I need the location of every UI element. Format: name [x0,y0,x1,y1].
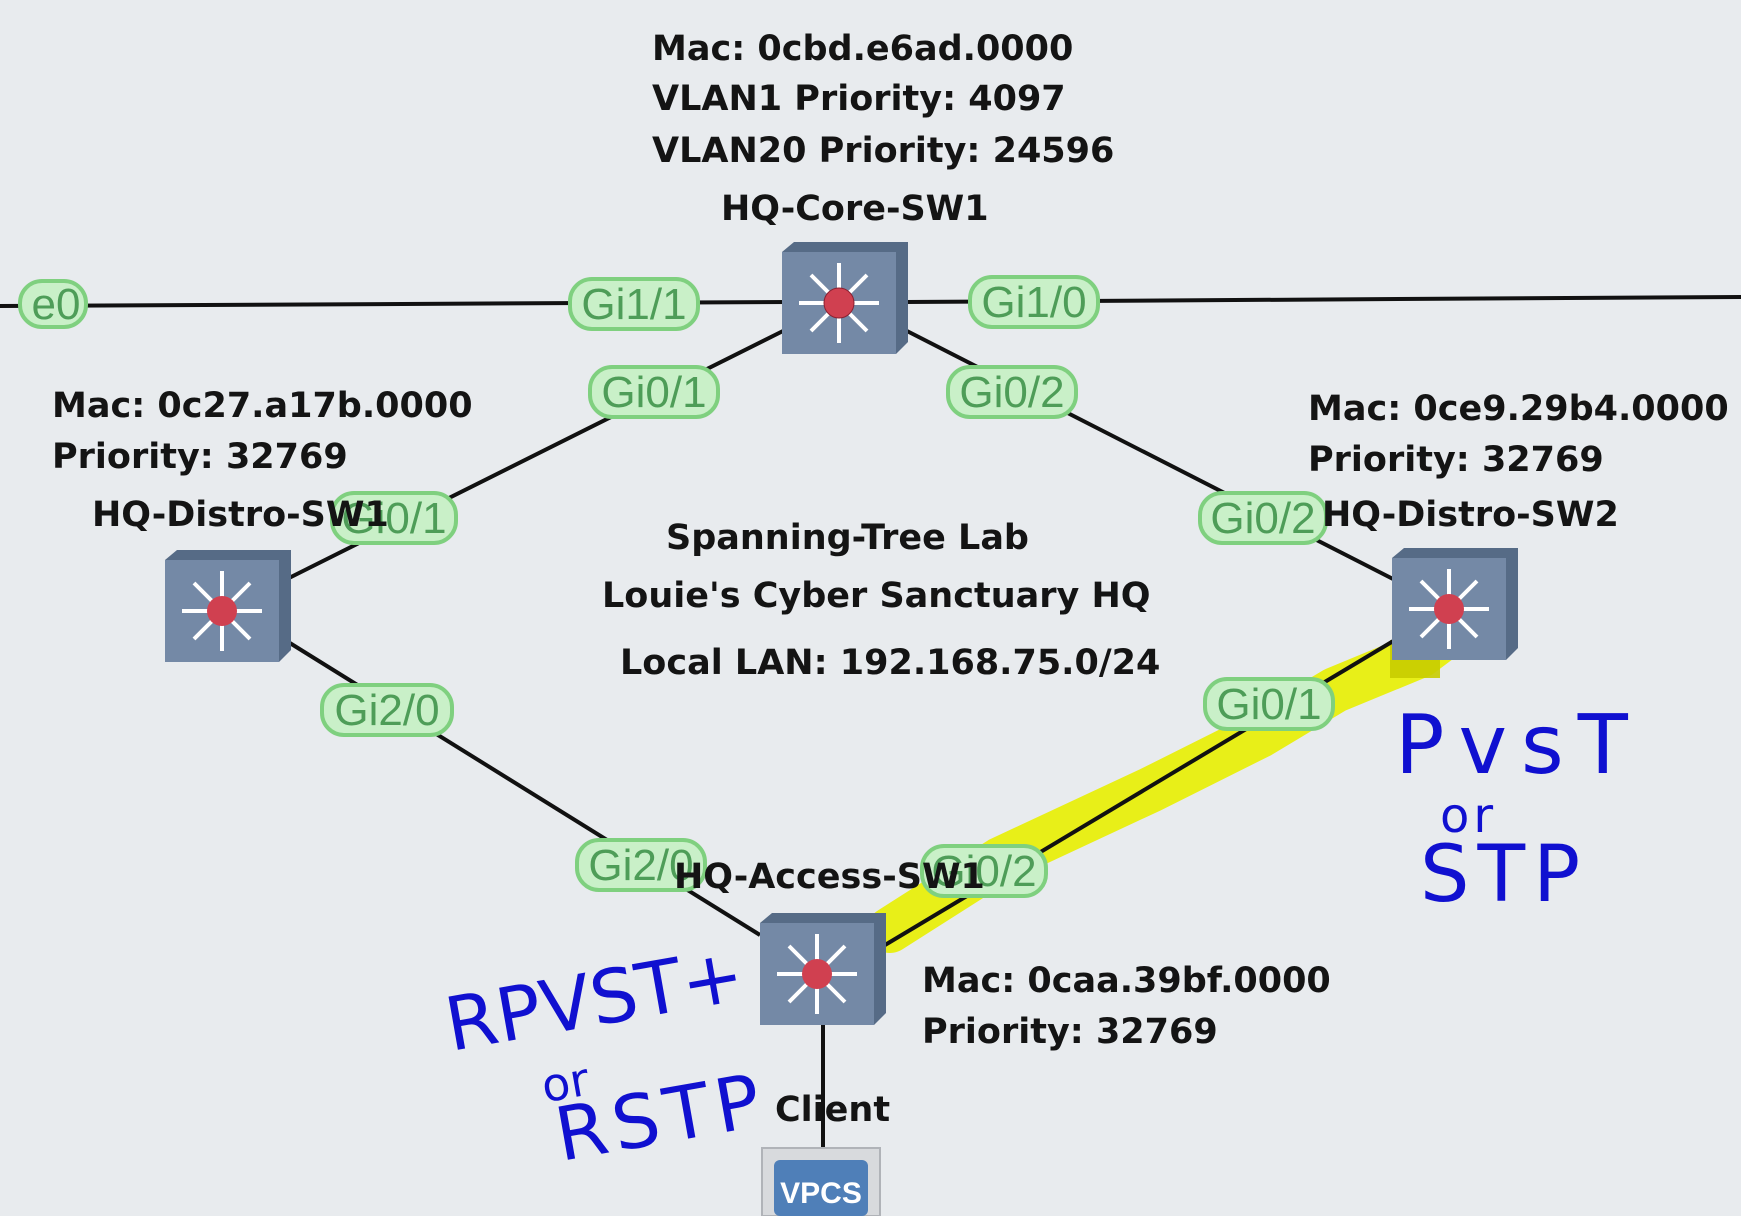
core-mac: Mac: 0cbd.e6ad.0000 [652,29,1074,69]
annotation-right-line3: STP [1420,830,1589,920]
port-distro2-gi02[interactable]: Gi0/2 [1198,491,1328,545]
port-distro1-gi20[interactable]: Gi2/0 [320,683,454,737]
svg-text:Gi0/2: Gi0/2 [931,847,1036,896]
port-distro2-gi01[interactable]: Gi0/1 [1203,677,1335,731]
port-access-gi02[interactable]: Gi0/2 [920,844,1048,898]
svg-text:Gi0/1: Gi0/1 [1216,680,1321,729]
core-name: HQ-Core-SW1 [721,189,989,229]
client-badge: VPCS [780,1177,862,1210]
access-name: HQ-Access-SW1 [674,857,985,897]
svg-text:e0: e0 [32,280,81,329]
distro2-mac: Mac: 0ce9.29b4.0000 [1308,389,1729,429]
port-distro1-gi01[interactable]: Gi0/1 [330,491,458,545]
port-access-gi20[interactable]: Gi2/0 [575,838,707,892]
switch-distro1[interactable] [165,550,291,662]
svg-text:Gi1/0: Gi1/0 [981,278,1086,327]
distro2-priority: Priority: 32769 [1308,440,1604,480]
port-core-gi10[interactable]: Gi1/0 [968,275,1100,329]
lab-subtitle: Louie's Cyber Sanctuary HQ [602,576,1151,616]
lab-lan: Local LAN: 192.168.75.0/24 [620,643,1161,683]
switch-distro2[interactable] [1392,548,1518,660]
svg-text:Gi2/0: Gi2/0 [588,841,693,890]
port-e0[interactable]: e0 [18,279,88,329]
access-priority: Priority: 32769 [922,1012,1218,1052]
port-core-gi01[interactable]: Gi0/1 [588,365,720,419]
svg-text:Gi0/2: Gi0/2 [959,368,1064,417]
svg-text:Gi0/2: Gi0/2 [1210,494,1315,543]
core-vlan1-priority: VLAN1 Priority: 4097 [652,79,1066,119]
annotation-right-line1: PvsT [1395,698,1642,793]
svg-text:Gi0/1: Gi0/1 [601,368,706,417]
core-vlan20-priority: VLAN20 Priority: 24596 [652,131,1115,171]
svg-text:Gi0/1: Gi0/1 [341,494,446,543]
distro2-name: HQ-Distro-SW2 [1322,495,1619,535]
client-vpcs-icon[interactable]: VPCS [761,1147,881,1216]
switch-core[interactable] [782,242,908,354]
svg-text:Gi2/0: Gi2/0 [334,686,439,735]
lab-title: Spanning-Tree Lab [666,518,1029,558]
distro1-priority: Priority: 32769 [52,437,348,477]
access-mac: Mac: 0caa.39bf.0000 [922,961,1331,1001]
switch-access[interactable] [760,913,886,1025]
port-core-gi11[interactable]: Gi1/1 [568,277,700,331]
svg-text:Gi1/1: Gi1/1 [581,280,686,329]
annotation-right-line2: or [1440,788,1498,844]
distro1-name: HQ-Distro-SW1 [92,495,389,535]
client-name: Client [775,1090,891,1130]
distro1-mac: Mac: 0c27.a17b.0000 [52,386,473,426]
port-core-gi02[interactable]: Gi0/2 [946,365,1078,419]
